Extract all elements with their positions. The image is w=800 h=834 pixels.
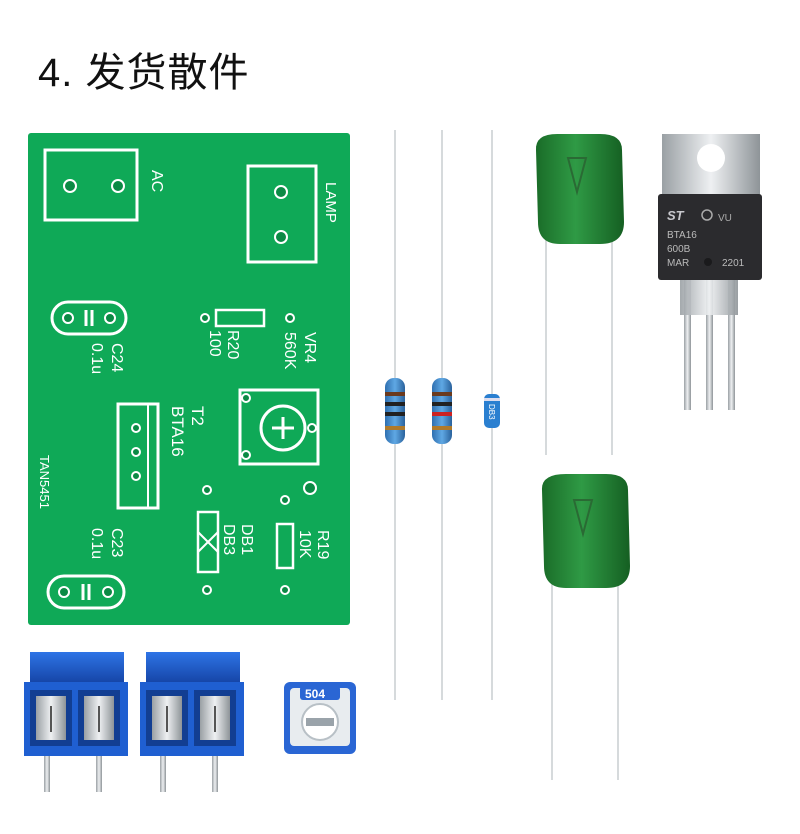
label-ac: AC [148,170,165,192]
label-t2: T2 [188,406,207,426]
resistor-1 [385,378,405,444]
pcb-board: AC LAMP C24 0.1u R20 100 VR4 560K [28,133,350,625]
triac-line-3: MAR [667,258,689,269]
label-lamp: LAMP [322,182,339,223]
label-vr4: VR4 [301,332,318,363]
resistor-2 [432,378,452,444]
triac-line-4: 2201 [722,258,745,269]
label-db3: DB3 [220,524,237,555]
label-r19: R19 [314,530,331,559]
trimmer-potentiometer: 504 [284,682,356,754]
label-c24: C24 [108,343,125,372]
label-vr4-value: 560K [281,332,298,370]
triac-logo-suffix: VU [718,213,732,224]
triac-line-1: BTA16 [667,230,697,241]
triac-line-2: 600B [667,244,691,255]
page-title: 4. 发货散件 [38,51,250,95]
capacitor-1 [535,133,624,455]
label-t2-value: BTA16 [168,406,187,457]
label-r19-value: 10K [296,530,313,559]
label-c23-value: 0.1u [88,528,105,559]
label-r20-value: 100 [206,330,223,357]
label-c23: C23 [108,528,125,557]
capacitor-2 [541,474,630,780]
label-c24-value: 0.1u [88,343,105,374]
diac-db3: DB3 [484,394,500,428]
svg-text:ST: ST [667,208,685,223]
terminal-block-1 [24,652,128,792]
trimpot-code: 504 [305,687,325,701]
label-tan5451: TAN5451 [37,455,52,509]
label-db1: DB1 [238,524,255,555]
triac-bta16: ST VU BTA16 600B MAR 2201 [658,134,762,410]
label-r20: R20 [224,330,241,359]
terminal-block-2 [140,652,244,792]
diac-code: DB3 [487,404,496,420]
